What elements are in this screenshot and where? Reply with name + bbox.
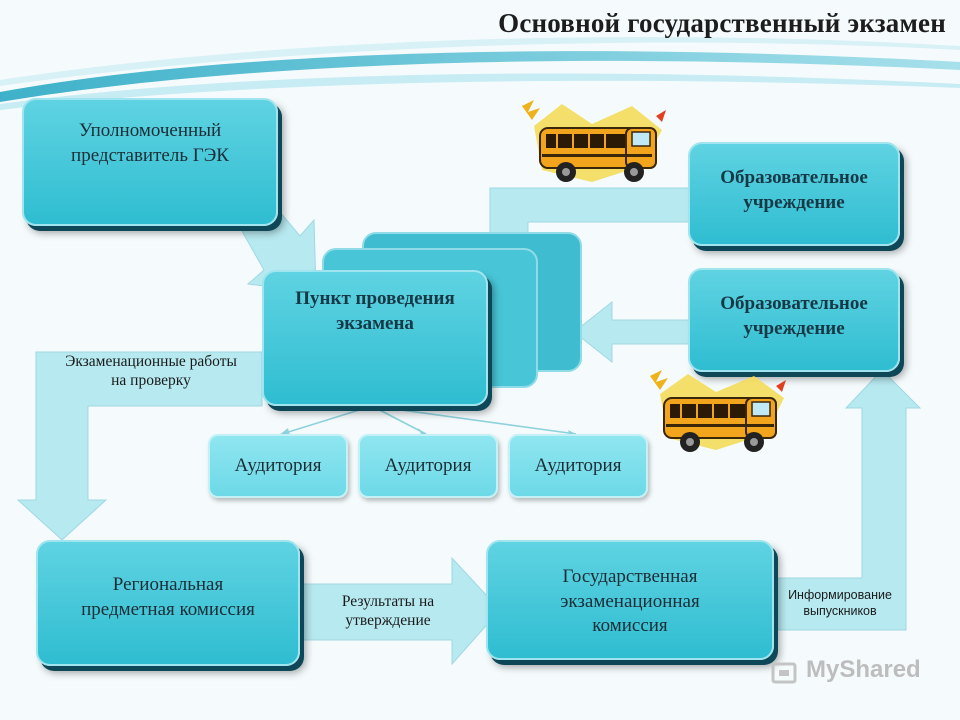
auditorium-3: Аудитория: [508, 434, 648, 498]
school-bus-icon: [522, 100, 666, 182]
line-to-aud-3: [371, 405, 577, 435]
exam-point-box: Пункт проведения экзамена: [262, 270, 488, 406]
watermark-label: MyShared: [806, 656, 921, 683]
state-commission-label: Государственная экзаменационная комиссия: [560, 565, 700, 637]
edu-institution-2-label: Образовательное учреждение: [720, 293, 868, 339]
auditorium-2: Аудитория: [358, 434, 498, 498]
gek-representative-box: Уполномоченный представитель ГЭК: [22, 98, 278, 226]
arrow-works-to-regional: [16, 351, 263, 541]
state-commission-box: Государственная экзаменационная комиссия: [486, 540, 774, 660]
school-bus-icon-2: [650, 370, 786, 452]
edu-institution-1-box: Образовательное учреждение: [688, 142, 900, 246]
edu-institution-2-box: Образовательное учреждение: [688, 268, 900, 372]
arrow-regional-to-state: [299, 556, 501, 666]
line-to-aud-1: [281, 405, 373, 435]
regional-commission-box: Региональная предметная комиссия: [36, 540, 300, 666]
informing-label: Информирование выпускников: [788, 588, 892, 618]
regional-commission-label: Региональная предметная комиссия: [81, 574, 255, 620]
watermark-text: MyShared: [806, 656, 921, 684]
auditorium-3-label: Аудитория: [534, 455, 622, 476]
edu-institution-1-label: Образовательное учреждение: [720, 167, 868, 213]
exam-point-label: Пункт проведения экзамена: [295, 288, 455, 334]
arrow-edu2-to-point: [573, 300, 691, 364]
auditorium-1-label: Аудитория: [234, 455, 322, 476]
exam-works-label: Экзаменационные работы на проверку: [65, 353, 237, 390]
auditorium-1: Аудитория: [208, 434, 348, 498]
page-title: Основной государственный экзамен: [498, 8, 946, 38]
gek-representative-label: Уполномоченный представитель ГЭК: [71, 120, 229, 166]
arrow-state-to-edu2: [773, 369, 922, 631]
line-to-aud-2: [371, 405, 427, 435]
myshared-logo-icon: [771, 662, 797, 684]
auditorium-2-label: Аудитория: [384, 455, 472, 476]
results-label: Результаты на утверждение: [341, 593, 435, 630]
